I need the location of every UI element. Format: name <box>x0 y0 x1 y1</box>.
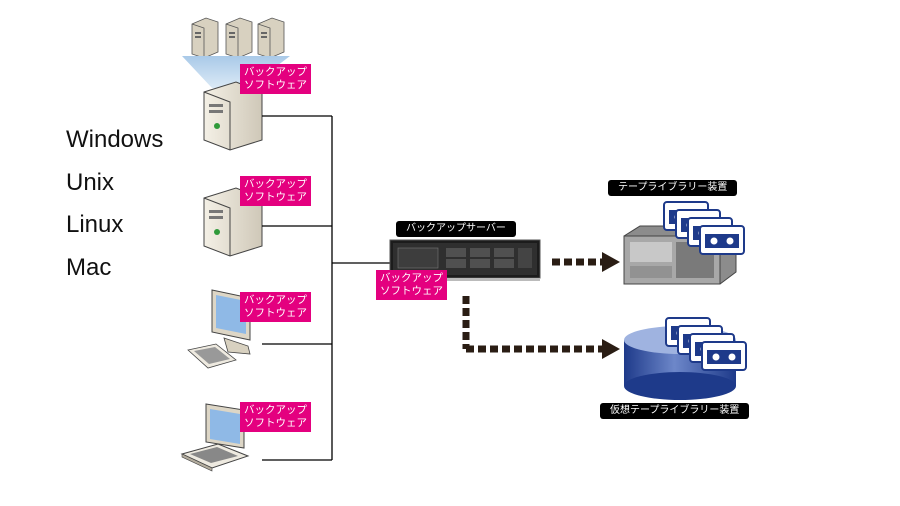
backup-software-tag-3: バックアップ ソフトウェア <box>240 292 311 322</box>
network-connection-lines <box>262 115 390 461</box>
tape-cartridges-upper <box>663 201 745 255</box>
virtual-tape-library-label: 仮想テープライブラリー装置 <box>600 403 750 419</box>
arrow-to-virtual-tape-library <box>462 296 620 359</box>
os-label-linux: Linux <box>66 211 124 238</box>
laptop-computer-icon <box>180 403 250 472</box>
os-label-windows: Windows <box>66 126 164 153</box>
backup-software-tag-4: バックアップ ソフトウェア <box>240 402 311 432</box>
os-label-unix: Unix <box>66 169 115 196</box>
backup-software-tag-2: バックアップ ソフトウェア <box>240 176 311 206</box>
small-server-icons <box>191 17 285 59</box>
backup-server-label: バックアップサーバー <box>396 221 516 237</box>
arrow-to-tape-library <box>552 252 620 272</box>
os-label-mac: Mac <box>66 254 112 281</box>
tape-library-label: テープライブラリー装置 <box>608 180 738 196</box>
desktop-computer-icon <box>187 289 251 369</box>
server-tower-icon <box>203 81 263 151</box>
backup-server-rack-icon <box>389 239 541 281</box>
backup-software-tag-1: バックアップ ソフトウェア <box>240 64 311 94</box>
tape-cartridges-lower <box>665 317 747 371</box>
server-backup-software-tag: バックアップ ソフトウェア <box>376 270 447 300</box>
